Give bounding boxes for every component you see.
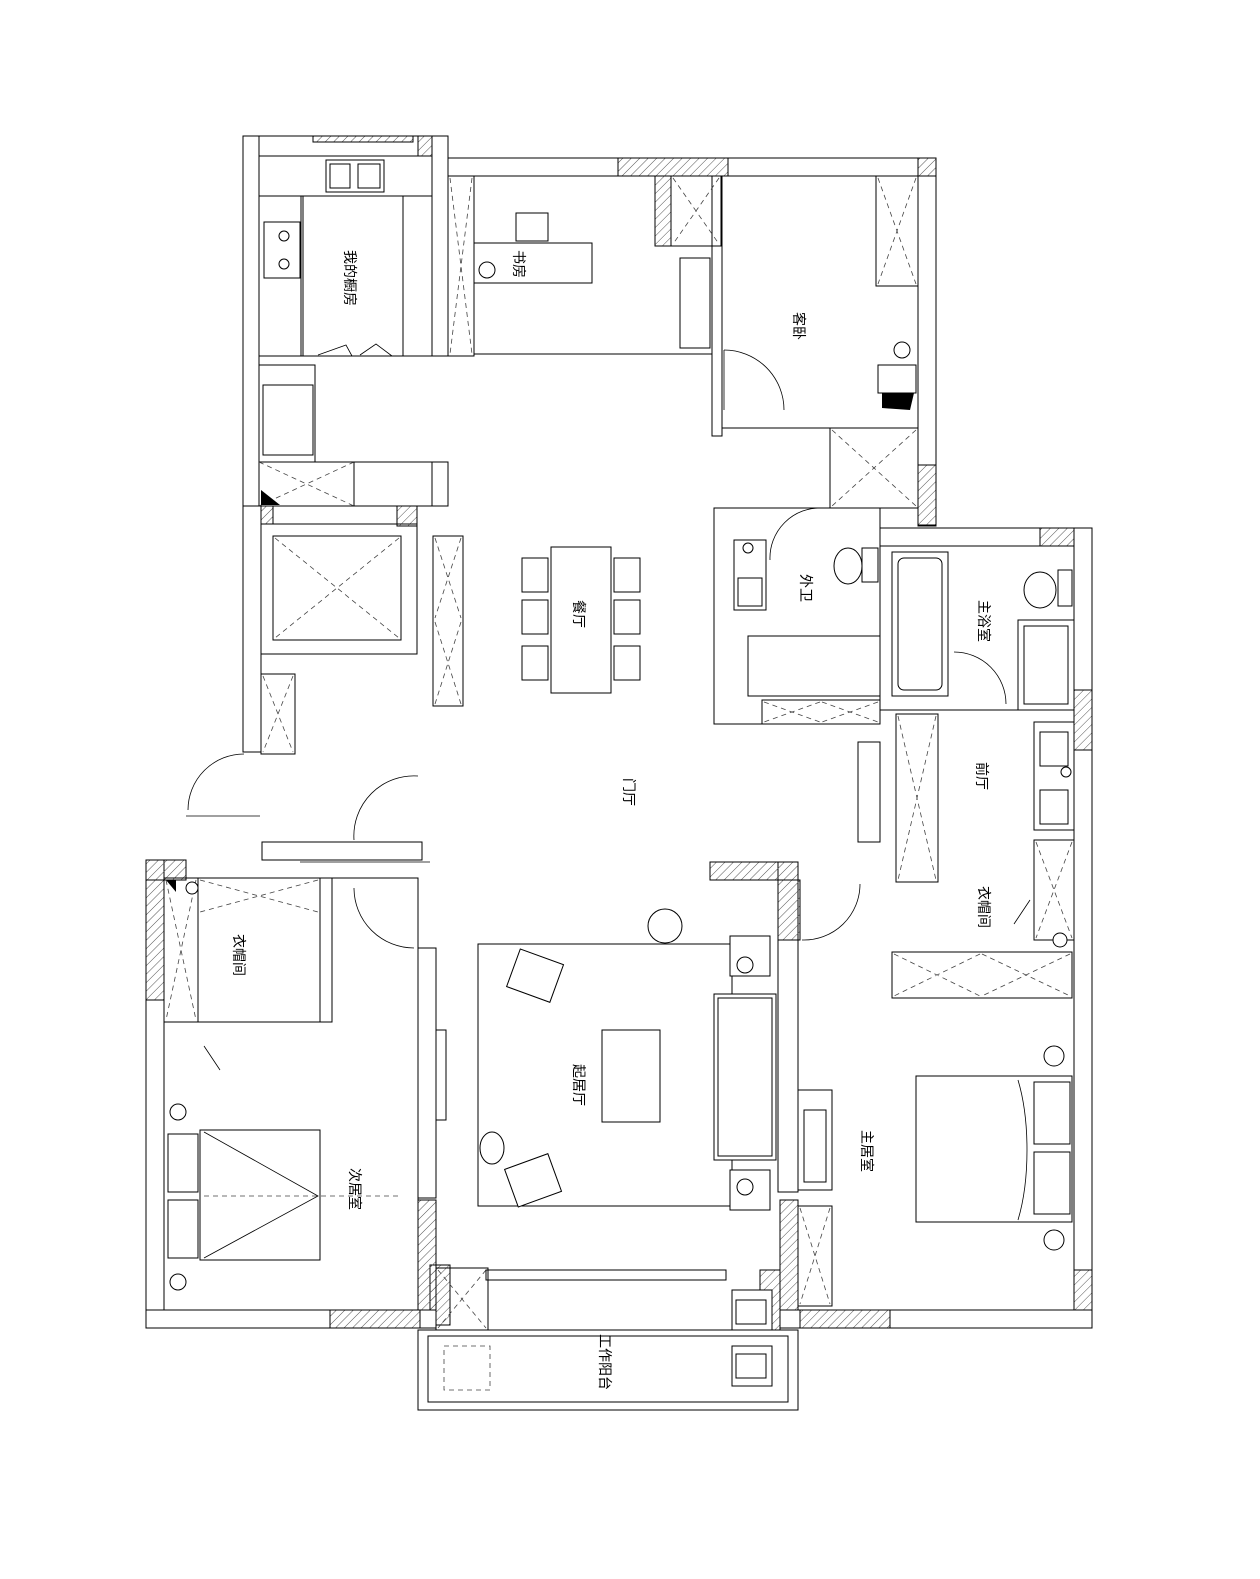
room-labels: 我的橱房 书房 客卧 餐厅 外卫 主浴室 门厅 前厅 衣帽间 衣帽间 起居厅 次…: [230, 250, 992, 1390]
room-label-master-vanity: 前厅: [973, 762, 990, 790]
room-label-second-bedroom: 次居室: [346, 1168, 363, 1210]
study: [447, 175, 723, 437]
bookshelf: [679, 257, 711, 349]
dining: [521, 546, 641, 694]
master-bath: [879, 545, 1075, 711]
room-label-master-bedroom: 主居室: [858, 1130, 875, 1172]
room-label-dining: 餐厅: [570, 600, 586, 628]
bed: [199, 1129, 321, 1261]
coffee-table: [601, 1029, 661, 1123]
master-vanity-closet: [801, 713, 1075, 999]
lamp: [647, 908, 683, 944]
entry-storage: [186, 523, 464, 949]
room-label-master-closet: 衣帽间: [975, 886, 991, 928]
room-label-second-closet: 衣帽间: [230, 934, 246, 976]
toilet-icon: [833, 547, 863, 585]
desk: [473, 242, 593, 284]
room-label-guest-bedroom: 客卧: [790, 312, 807, 340]
kitchen: [258, 155, 449, 507]
living: [477, 908, 833, 1211]
guest-bedroom: [670, 175, 919, 509]
utility-balcony: [435, 1267, 773, 1391]
room-label-foyer: 门厅: [620, 778, 636, 806]
room-label-master-bath: 主浴室: [975, 600, 992, 642]
exterior-walls: [145, 135, 1093, 1411]
guest-bath: [713, 507, 881, 725]
room-label-study: 书房: [510, 250, 526, 278]
room-label-utility-balcony: 工作阳台: [596, 1334, 612, 1390]
room-label-kitchen: 我的橱房: [341, 250, 357, 306]
dining-table: [550, 546, 612, 694]
master-bedroom: [797, 1045, 1073, 1307]
second-bedroom: [163, 877, 447, 1311]
room-label-guest-bath: 外卫: [797, 574, 813, 602]
room-label-living: 起居厅: [570, 1064, 586, 1106]
chair: [515, 212, 549, 242]
toilet-icon: [1023, 571, 1057, 609]
